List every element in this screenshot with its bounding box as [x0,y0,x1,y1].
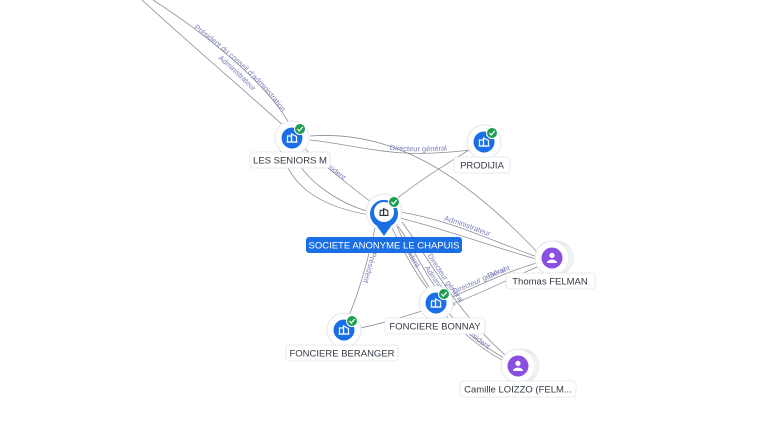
verified-check-icon [437,287,451,301]
svg-text:FONCIERE BONNAY: FONCIERE BONNAY [389,322,481,333]
label-fonciere-bonnay[interactable]: FONCIERE BONNAY [384,317,486,335]
edge-main-thomas-2[interactable] [399,217,541,261]
edge-label-top-1: Président du conseil d'administration [193,23,288,114]
edge-label-main-thomas: Administrateur [443,214,492,239]
node-prodijia[interactable] [466,124,502,160]
edge-label-main-beranger: Président [361,251,378,285]
label-fonciere-beranger[interactable]: FONCIERE BERANGER [285,344,399,362]
verified-check-icon [345,314,359,328]
label-main-company[interactable]: SOCIETE ANONYME LE CHAPUIS [306,237,462,253]
edge-main-prodijia[interactable] [394,147,473,201]
label-thomas-felman[interactable]: Thomas FELMAN [505,272,596,290]
edge-main-camille[interactable] [401,221,506,356]
node-main-company[interactable] [365,193,403,236]
edge-top-seniors-2[interactable] [140,0,287,129]
node-fonciere-bonnay[interactable] [418,285,454,321]
label-prodijia[interactable]: PRODIJIA [453,156,511,174]
edge-main-bonnay-2[interactable] [397,225,439,291]
label-les-seniors-m[interactable]: LES SENIORS M [249,151,331,169]
verified-check-icon [387,195,401,209]
node-thomas-felman[interactable] [534,240,574,276]
verified-check-icon [485,126,499,140]
verified-check-icon [293,122,307,136]
svg-text:SOCIETE ANONYME LE CHAPUIS: SOCIETE ANONYME LE CHAPUIS [309,241,460,252]
edge-seniors-prodijia[interactable] [309,139,471,154]
svg-text:PRODIJIA: PRODIJIA [460,161,504,172]
node-camille-loizzo[interactable] [500,348,540,384]
edge-top-seniors[interactable] [150,0,291,126]
edge-bonnay-thomas-2[interactable] [451,264,543,305]
edge-bonnay-thomas[interactable] [449,261,541,299]
edge-label-seniors-prodijia-1: Directeur général [389,143,447,153]
svg-text:FONCIERE BERANGER: FONCIERE BERANGER [289,349,394,360]
edge-main-thomas[interactable] [399,211,541,259]
svg-text:Thomas FELMAN: Thomas FELMAN [512,277,588,288]
node-les-seniors-m[interactable] [274,120,310,156]
node-fonciere-beranger[interactable] [326,312,362,348]
svg-text:Camille LOIZZO (FELM...: Camille LOIZZO (FELM... [464,385,572,396]
label-camille-loizzo[interactable]: Camille LOIZZO (FELM... [459,380,577,398]
edge-labels: Président du conseil d'administration Ad… [193,23,512,352]
svg-text:LES SENIORS M: LES SENIORS M [253,156,327,167]
edge-seniors-thomas[interactable] [309,135,541,256]
